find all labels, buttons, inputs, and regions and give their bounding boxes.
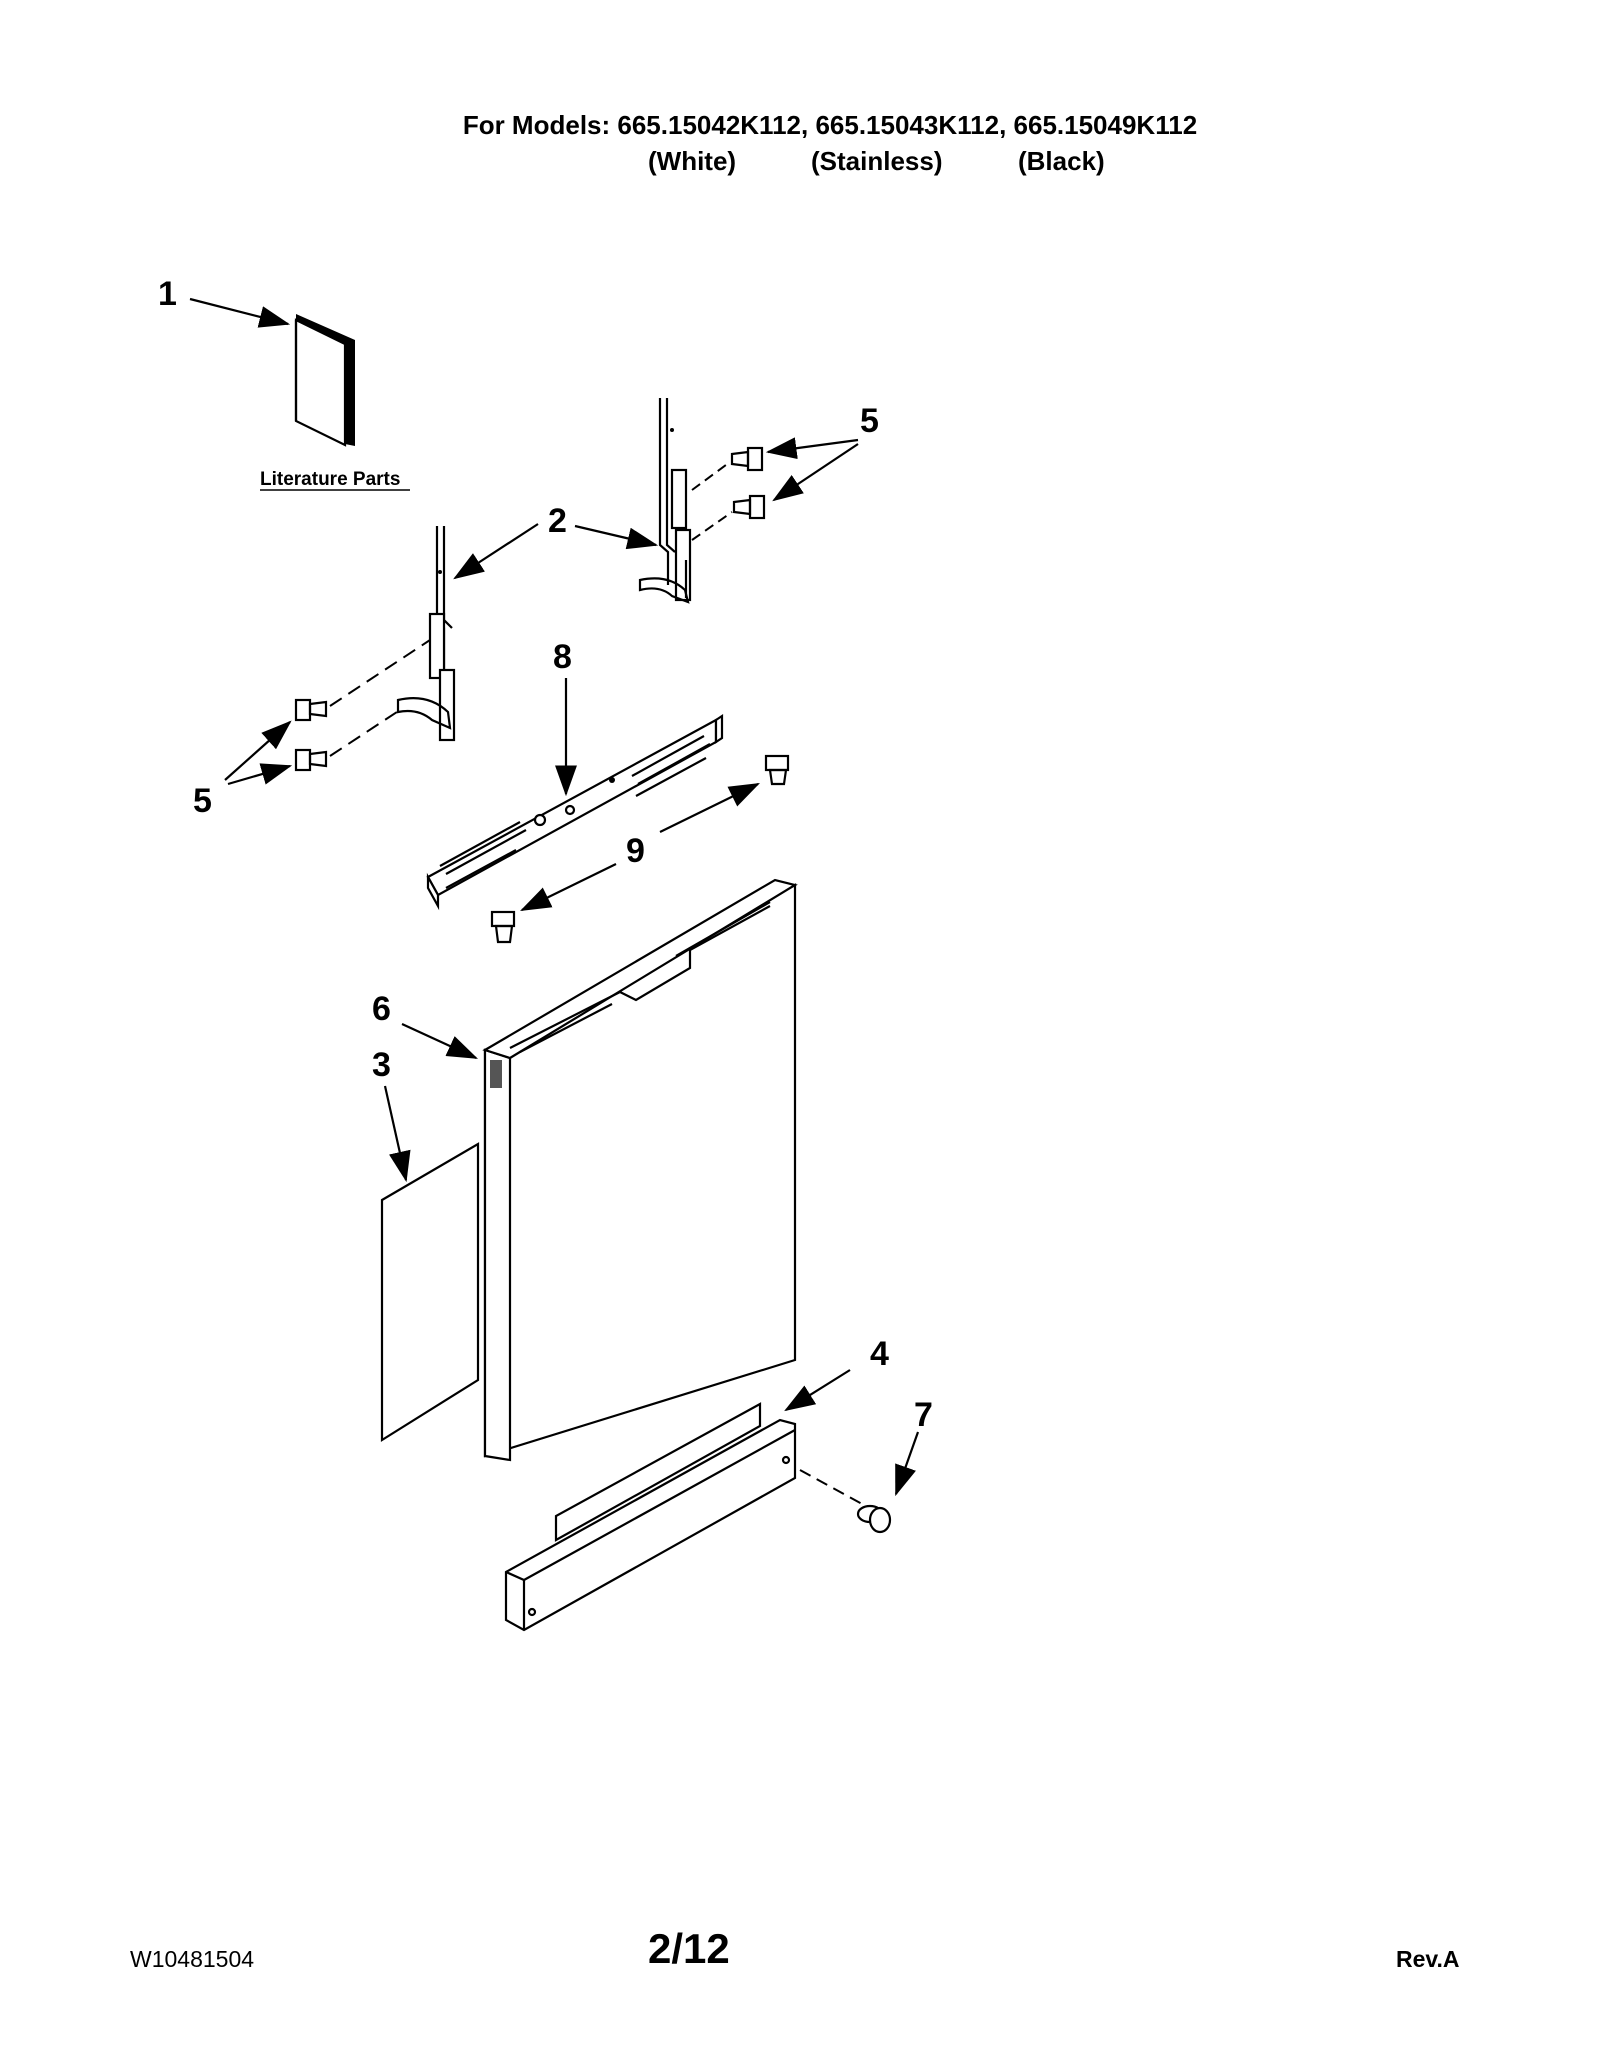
callout-4: 4 xyxy=(870,1335,889,1373)
leader-5a-2 xyxy=(772,443,859,502)
literature-book xyxy=(294,314,355,447)
screw-9-right xyxy=(764,754,790,786)
callout-2: 2 xyxy=(548,502,567,540)
leader-2a xyxy=(453,523,539,580)
screw-5-top-2 xyxy=(732,494,766,520)
mounting-bracket xyxy=(426,713,724,911)
toe-panel xyxy=(504,1402,797,1632)
page-number: 2/12 xyxy=(648,1925,730,1972)
revision-label: Rev.A xyxy=(1396,1946,1460,1972)
callout-8: 8 xyxy=(553,638,572,676)
callout-1: 1 xyxy=(158,275,177,313)
document-number: W10481504 xyxy=(130,1946,255,1972)
leader-3 xyxy=(383,1085,411,1183)
screw-7 xyxy=(856,1504,892,1534)
leader-5b-2 xyxy=(227,763,293,786)
screw-5-left-2 xyxy=(294,748,328,772)
literature-parts-label: Literature Parts xyxy=(260,469,400,490)
screw-5-left-1 xyxy=(294,698,328,722)
leader-9a xyxy=(659,783,760,833)
models-header: For Models: 665.15042K112, 665.15043K112… xyxy=(0,110,1600,140)
leader-9b xyxy=(520,863,617,911)
leader-6 xyxy=(401,1023,478,1059)
hinge-left xyxy=(396,526,456,742)
insulation-panel xyxy=(380,1142,480,1442)
leader-1 xyxy=(189,297,291,328)
leader-4 xyxy=(784,1369,851,1412)
leader-5b-1 xyxy=(224,720,292,781)
models-line: For Models: 665.15042K112, 665.15043K112… xyxy=(462,110,1198,140)
leader-5a-1 xyxy=(765,437,859,460)
screw-5-top-1 xyxy=(730,446,764,472)
leader-2b xyxy=(574,524,659,550)
color-black: (Black) xyxy=(1018,146,1105,176)
color-stainless: (Stainless) xyxy=(811,146,943,176)
leader-7 xyxy=(894,1431,920,1497)
callout-5b: 5 xyxy=(193,782,212,820)
color-white: (White) xyxy=(648,146,737,176)
hinge-right xyxy=(638,398,692,604)
callout-7: 7 xyxy=(914,1396,933,1434)
door-panel xyxy=(482,878,798,1462)
callout-3: 3 xyxy=(372,1046,391,1084)
callout-6: 6 xyxy=(372,990,391,1028)
callout-5a: 5 xyxy=(860,402,879,440)
screw-9-left xyxy=(490,910,516,944)
callout-9: 9 xyxy=(626,832,645,870)
